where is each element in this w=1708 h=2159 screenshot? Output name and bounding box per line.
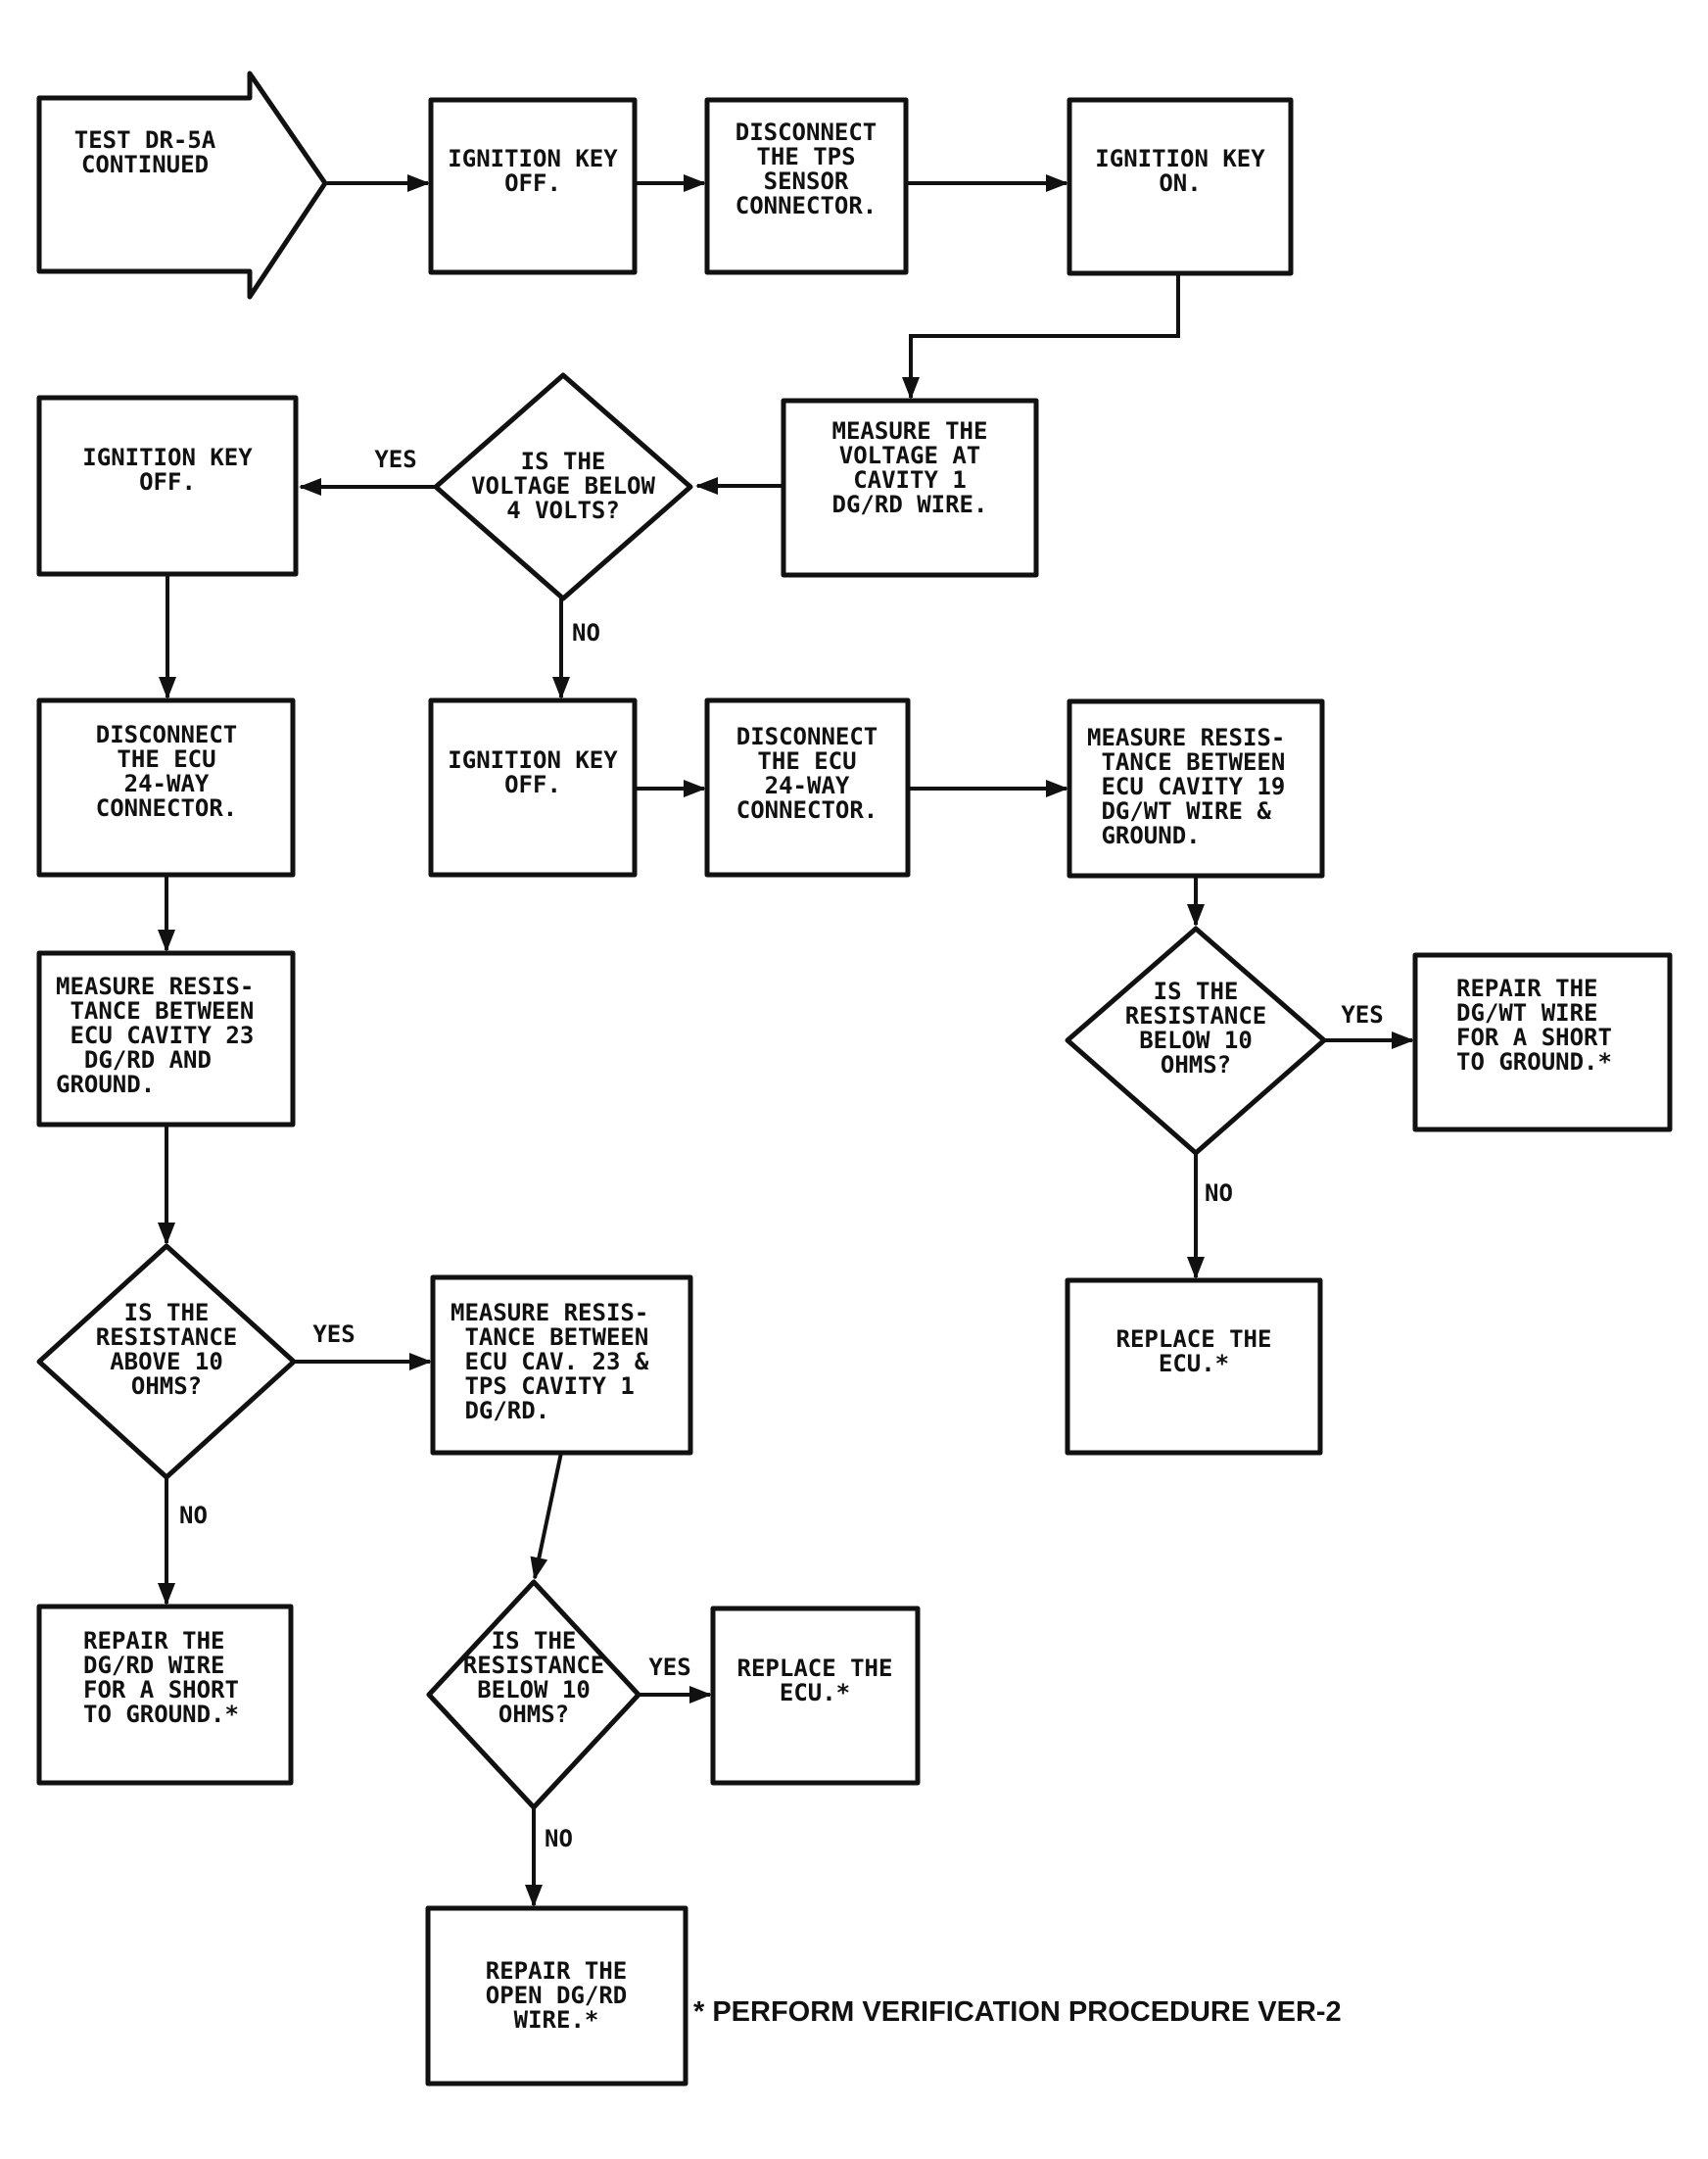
node-measure-voltage-cav1: MEASURE THE VOLTAGE AT CAVITY 1 DG/RD WI… — [831, 417, 988, 518]
edge-label-yes-res-above: YES — [312, 1320, 356, 1348]
box-repair-dgrd-short — [36, 1604, 294, 1786]
node-ignition-key-on: IGNITION KEY ON. — [1095, 145, 1265, 197]
connector-ignon-to-measurevolt — [902, 273, 1180, 400]
box-repair-dgwt-short — [1412, 952, 1673, 1132]
edge-label-yes-res-bottom: YES — [648, 1654, 691, 1681]
node-ignition-key-off-top: IGNITION KEY OFF. — [448, 145, 618, 197]
edge-label-yes-res-right: YES — [1341, 1001, 1384, 1029]
node-ignition-key-off-left: IGNITION KEY OFF. — [82, 444, 253, 496]
edge-label-yes-voltage: YES — [374, 446, 417, 473]
decision-res-below-10-bottom: IS THE RESISTANCE BELOW 10 OHMS? — [462, 1627, 605, 1728]
box-replace-ecu-bottom — [710, 1606, 921, 1786]
edge-label-no-res-above: NO — [179, 1502, 208, 1529]
footnote: * PERFORM VERIFICATION PROCEDURE VER-2 — [693, 1996, 1342, 2028]
node-disconnect-ecu-mid: DISCONNECT THE ECU 24-WAY CONNECTOR. — [735, 723, 878, 824]
edge-label-no-res-bottom: NO — [545, 1825, 573, 1852]
node-replace-ecu-bottom: REPLACE THE ECU.* — [736, 1655, 893, 1706]
node-measure-res-cav23-tps1: MEASURE RESIS- TANCE BETWEEN ECU CAV. 23… — [451, 1299, 649, 1424]
decision-voltage-below-4: IS THE VOLTAGE BELOW 4 VOLTS? — [471, 448, 655, 524]
start-banner-shape — [36, 71, 328, 300]
node-replace-ecu-right: REPLACE THE ECU.* — [1115, 1325, 1272, 1377]
decision-res-above-10: IS THE RESISTANCE ABOVE 10 OHMS? — [95, 1299, 238, 1400]
node-ignition-key-off-mid: IGNITION KEY OFF. — [448, 746, 618, 798]
start-banner-label: TEST DR-5A CONTINUED — [73, 126, 216, 178]
node-disconnect-ecu-left: DISCONNECT THE ECU 24-WAY CONNECTOR. — [95, 721, 238, 822]
edge-label-no-voltage: NO — [572, 619, 600, 647]
edge-label-no-res-right: NO — [1205, 1179, 1233, 1207]
node-repair-dgrd-short: REPAIR THE DG/RD WIRE FOR A SHORT TO GRO… — [83, 1627, 239, 1728]
node-repair-dgwt-short: REPAIR THE DG/WT WIRE FOR A SHORT TO GRO… — [1456, 975, 1612, 1076]
node-disconnect-tps: DISCONNECT THE TPS SENSOR CONNECTOR. — [735, 119, 878, 219]
box-measure-res-cav23-tps1 — [430, 1274, 693, 1456]
node-measure-res-cav23-ground: MEASURE RESIS- TANCE BETWEEN ECU CAVITY … — [56, 973, 255, 1098]
decision-res-below-10-right: IS THE RESISTANCE BELOW 10 OHMS? — [1124, 978, 1267, 1079]
node-repair-open-dgrd: REPAIR THE OPEN DG/RD WIRE.* — [485, 1957, 628, 2034]
box-disconnect-tps — [704, 97, 909, 275]
node-measure-res-cav19-ground: MEASURE RESIS- TANCE BETWEEN ECU CAVITY … — [1087, 724, 1286, 849]
connector-meascav23tps-down — [530, 1452, 563, 1580]
box-ignition-key-off-top — [428, 97, 638, 275]
box-replace-ecu-right — [1065, 1277, 1323, 1456]
box-repair-open-dgrd — [425, 1905, 688, 2087]
